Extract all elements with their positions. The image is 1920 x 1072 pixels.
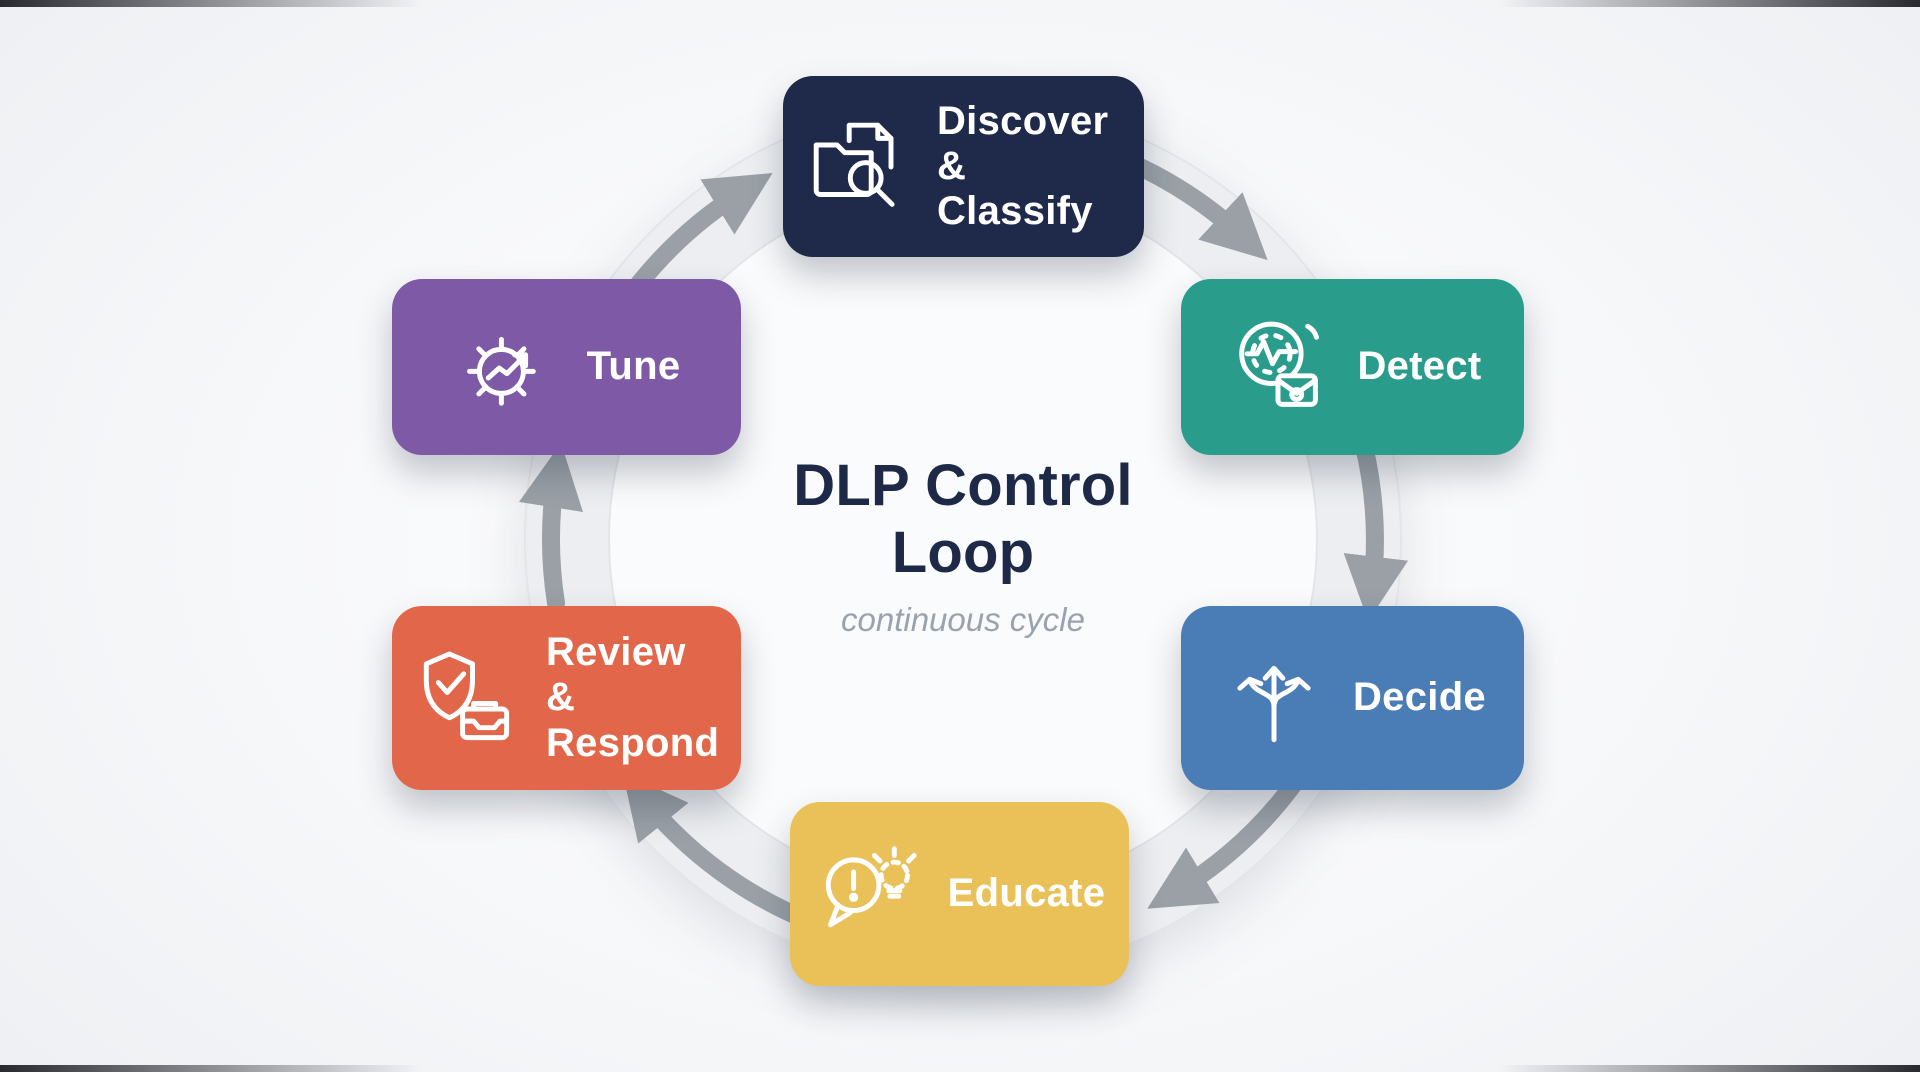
stage-label-discover-classify: Discover & Classify <box>937 98 1109 234</box>
stage-label-tune: Tune <box>586 344 681 389</box>
gear-trend-icon <box>466 337 536 406</box>
arrow-decide-to-educate <box>1147 772 1305 909</box>
arrow-educate-to-review <box>622 772 818 930</box>
arrow-tune-to-discover <box>629 173 773 294</box>
shield-inbox-icon <box>423 651 510 741</box>
folder-search-icon <box>813 122 895 207</box>
radar-detect-icon <box>1239 321 1320 407</box>
branch-arrows-icon <box>1237 665 1311 743</box>
stage-educate: Educate <box>790 802 1129 986</box>
stage-label-decide: Decide <box>1353 675 1486 720</box>
stage-label-educate: Educate <box>947 871 1106 916</box>
stage-label-review-respond: Review & Respond <box>546 630 720 765</box>
bulb-alert-icon <box>825 846 917 928</box>
arrow-detect-to-decide <box>1343 437 1409 622</box>
stage-detect: Detect <box>1181 279 1524 455</box>
ring-inner-fill <box>609 185 1317 893</box>
diagram-subtitle: continuous cycle <box>841 600 1085 638</box>
arrow-review-to-tune <box>518 442 583 612</box>
stage-label-detect: Detect <box>1357 344 1482 389</box>
stage-review-respond: Review & Respond <box>392 606 741 790</box>
stage-discover-classify: Discover & Classify <box>783 76 1144 257</box>
center-text: DLP Control Loop continuous cycle <box>743 452 1183 639</box>
diagram-title: DLP Control Loop <box>793 453 1133 586</box>
stage-decide: Decide <box>1181 606 1524 790</box>
stage-tune: Tune <box>392 279 741 455</box>
